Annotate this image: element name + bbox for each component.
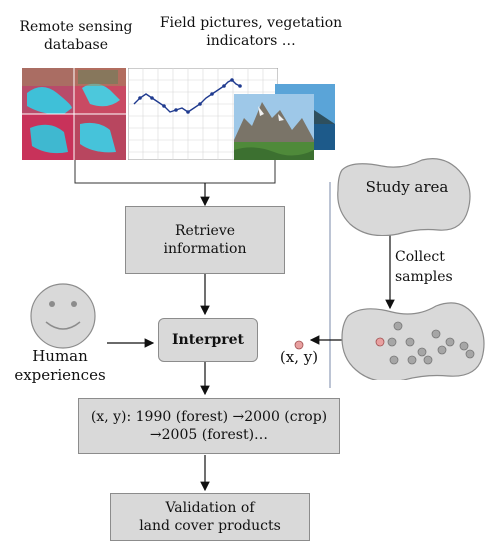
validation-box: Validation of land cover products xyxy=(110,493,310,541)
source-bracket xyxy=(74,160,276,184)
selected-sample-dot xyxy=(375,337,385,347)
study-area-label: Study area xyxy=(365,178,449,196)
mountain-photo xyxy=(234,94,314,180)
human-experiences-label: Human experiences xyxy=(14,347,106,384)
sample-point-marker xyxy=(294,335,304,350)
field-pictures-label: Field pictures, vegetation indicators … xyxy=(159,15,343,49)
smiley-face-icon xyxy=(28,282,100,352)
retrieve-information-box: Retrieve information xyxy=(125,206,285,274)
remote-sensing-label: Remote sensing database xyxy=(19,19,133,53)
collect-samples-label: Collect samples xyxy=(395,249,453,285)
land-cover-timeline-box: (x, y): 1990 (forest) →2000 (crop) →2005… xyxy=(78,398,340,454)
satellite-image-icon xyxy=(22,68,126,160)
sample-area-shape xyxy=(340,298,486,383)
point-coordinate-label: (x, y) xyxy=(279,348,319,366)
interpret-box: Interpret xyxy=(158,318,258,362)
study-area-shape xyxy=(336,156,478,237)
